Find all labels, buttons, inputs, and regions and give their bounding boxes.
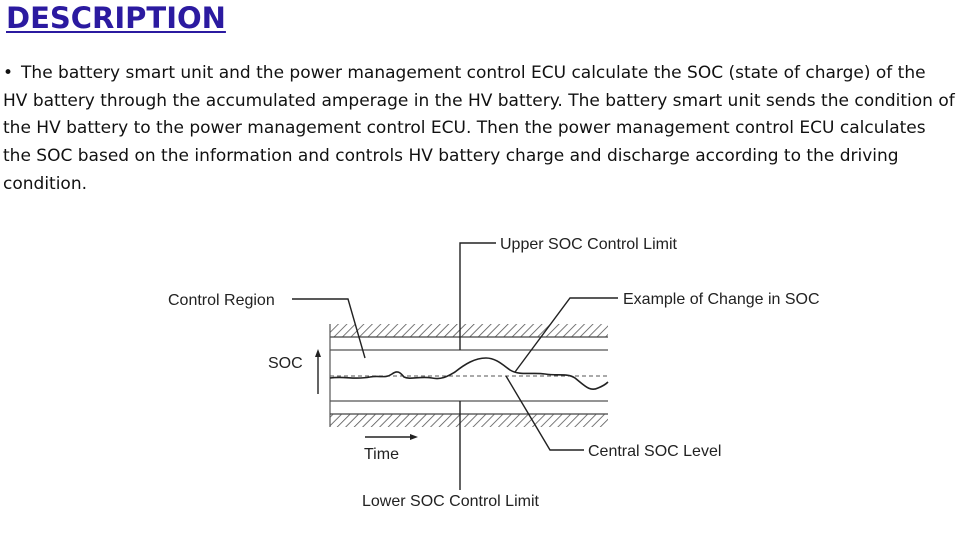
soc-change-curve: [329, 357, 609, 391]
description-text: The battery smart unit and the power man…: [3, 63, 955, 194]
lower-limit-label: Lower SOC Control Limit: [362, 493, 540, 510]
bullet-point: •: [3, 63, 14, 83]
time-axis-label: Time: [364, 446, 399, 463]
control-region-leader: [292, 298, 366, 359]
upper-hatch-band: [330, 324, 608, 337]
soc-axis-arrowhead: [315, 349, 321, 357]
soc-axis-label: SOC: [268, 355, 303, 372]
example-change-label: Example of Change in SOC: [623, 291, 820, 308]
central-level-leader: [505, 375, 584, 451]
description-paragraph: •The battery smart unit and the power ma…: [3, 60, 955, 199]
upper-limit-label: Upper SOC Control Limit: [500, 236, 678, 253]
section-heading: DESCRIPTION: [6, 1, 226, 35]
upper-limit-leader: [459, 242, 496, 350]
control-region-label: Control Region: [168, 292, 275, 309]
central-level-label: Central SOC Level: [588, 443, 721, 460]
example-change-leader: [514, 297, 618, 373]
time-axis-arrowhead: [410, 434, 418, 440]
lower-hatch-band: [330, 414, 608, 427]
